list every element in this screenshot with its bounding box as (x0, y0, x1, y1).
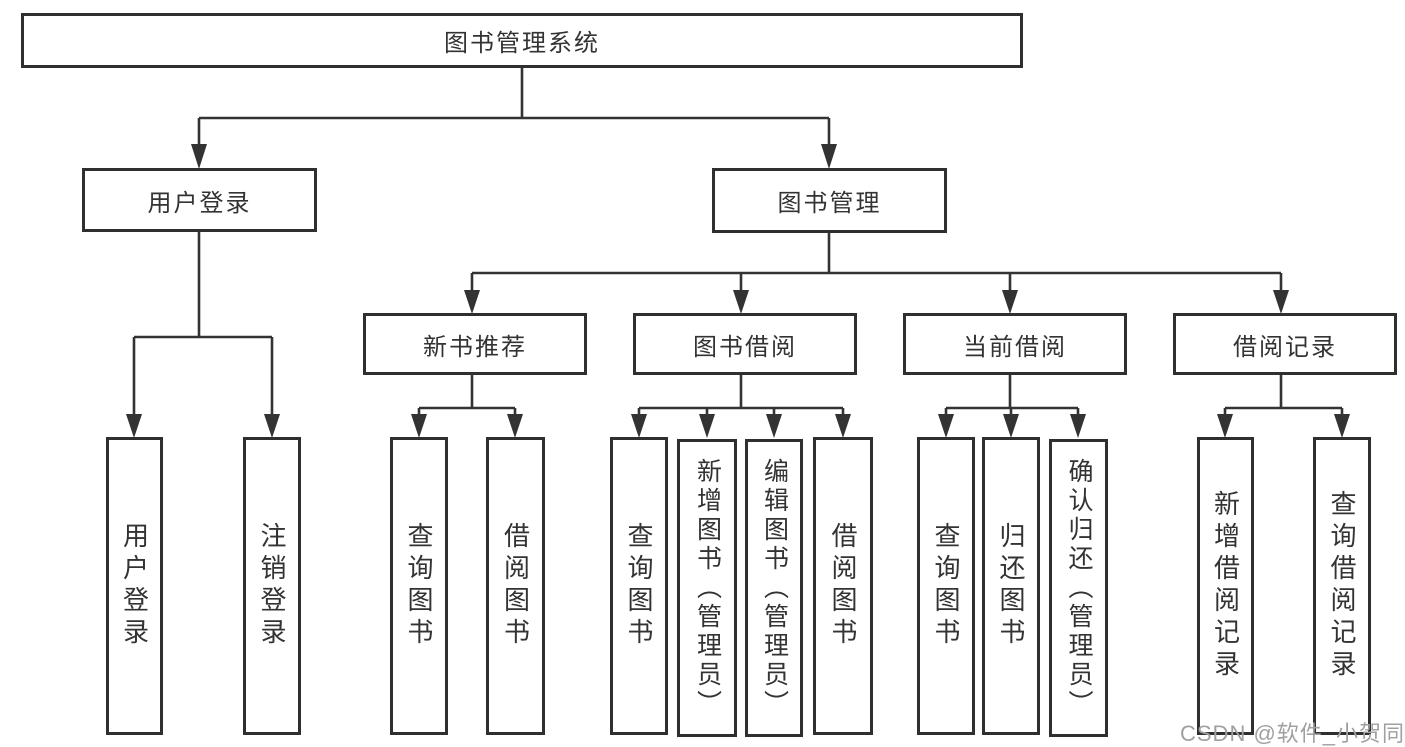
node-user-login: 用户登录 (82, 168, 317, 232)
node-borrow-record: 借阅记录 (1173, 313, 1397, 375)
node-new-book-recommend: 新书推荐 (363, 313, 587, 375)
leaf-borrow-books: 借阅图书 (813, 437, 873, 735)
leaf-recommend-query-books: 查询图书 (390, 437, 448, 735)
leaf-edit-books-admin: 编辑图书（管理员） (745, 439, 803, 737)
leaf-add-borrow-record: 新增借阅记录 (1197, 437, 1254, 735)
node-current-borrow: 当前借阅 (903, 313, 1127, 375)
node-root-library-system: 图书管理系统 (21, 13, 1023, 68)
leaf-return-books: 归还图书 (982, 437, 1040, 735)
node-book-management: 图书管理 (712, 168, 947, 233)
leaf-query-borrow-record: 查询借阅记录 (1313, 437, 1371, 735)
leaf-recommend-borrow-books: 借阅图书 (486, 437, 545, 735)
leaf-confirm-return-admin: 确认归还（管理员） (1049, 439, 1108, 737)
leaf-user-login: 用户登录 (106, 437, 163, 735)
csdn-watermark: CSDN @软件_小贺同学 (1180, 721, 1405, 746)
node-book-borrow: 图书借阅 (633, 313, 857, 375)
leaf-logout-login: 注销登录 (243, 437, 301, 735)
leaf-current-query-books: 查询图书 (917, 437, 975, 735)
leaf-borrow-query-books: 查询图书 (610, 437, 668, 735)
leaf-add-books-admin: 新增图书（管理员） (677, 439, 737, 737)
